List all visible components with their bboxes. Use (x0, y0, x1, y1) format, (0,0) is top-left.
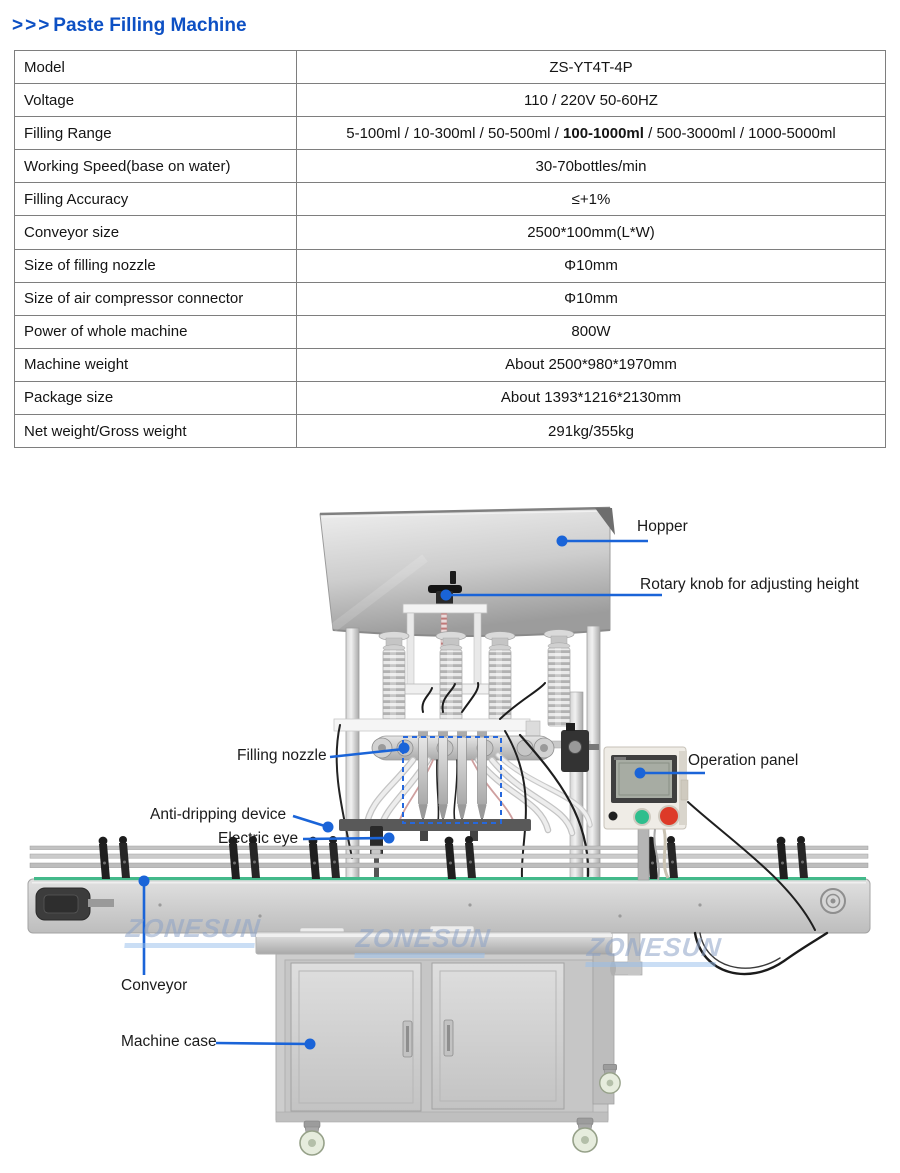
panel-knob (608, 811, 618, 821)
tray-post (420, 831, 428, 841)
table-row: Conveyor size 2500*100mm(L*W) (14, 215, 886, 250)
watermark-underline (354, 953, 485, 958)
spec-value: 110 / 220V 50-60HZ (296, 83, 886, 118)
table-row: Filling Accuracy ≤+1% (14, 182, 886, 217)
spec-value: 800W (296, 314, 886, 349)
tray-post (470, 831, 478, 841)
label-operation-panel: Operation panel (688, 752, 799, 769)
spec-value: ≤+1% (296, 182, 886, 217)
spec-label: Size of filling nozzle (14, 248, 297, 283)
table-row: Net weight/Gross weight 291kg/355kg (14, 414, 886, 449)
spec-value: 30-70bottles/min (296, 149, 886, 184)
table-row: Filling Range 5-100ml / 10-300ml / 50-50… (14, 116, 886, 151)
cabinet-door-right (431, 962, 565, 1110)
spec-value: Φ10mm (296, 281, 886, 316)
filling-range-bold: 100-1000ml (563, 124, 644, 142)
spec-label: Size of air compressor connector (14, 281, 297, 316)
rotary-knob (450, 571, 456, 584)
spec-value: ZS-YT4T-4P (296, 49, 886, 85)
spec-value: 2500*100mm(L*W) (296, 215, 886, 250)
cabinet-door-left (290, 962, 422, 1112)
spec-label: Working Speed(base on water) (14, 149, 297, 184)
table-row: Model ZS-YT4T-4P (14, 49, 886, 85)
watermark: ZONESUN (354, 923, 493, 958)
spec-value: About 1393*1216*2130mm (296, 380, 886, 416)
label-filling-nozzle: Filling nozzle (237, 747, 327, 764)
label-hopper: Hopper (637, 518, 688, 535)
start-button (633, 808, 651, 826)
nozzle-highlight-box (402, 736, 502, 824)
hopper (319, 506, 615, 637)
label-conveyor: Conveyor (121, 977, 188, 994)
spec-label: Filling Accuracy (14, 182, 297, 217)
panel-screen (616, 760, 672, 798)
air-regulator (561, 723, 599, 772)
anti-drip-tray (339, 819, 531, 831)
machine-illustration (27, 506, 871, 1156)
spec-value: Φ10mm (296, 248, 886, 283)
label-electric-eye: Electric eye (218, 830, 299, 847)
spec-value: 291kg/355kg (296, 414, 886, 449)
spec-label: Net weight/Gross weight (14, 414, 297, 449)
filling-range-suffix: / 500-3000ml / 1000-5000ml (643, 124, 836, 142)
machine-cabinet (255, 925, 643, 1156)
watermark: ZONESUN (124, 913, 263, 948)
watermark-text: ZONESUN (354, 923, 493, 953)
conveyor-end-roller (820, 888, 846, 914)
spec-label: Package size (14, 380, 297, 416)
filling-range-prefix: 5-100ml / 10-300ml / 50-500ml / (346, 124, 564, 142)
spec-value: 5-100ml / 10-300ml / 50-500ml / 100-1000… (296, 116, 886, 151)
panel-support-column (569, 691, 584, 881)
electric-eye-sensor (370, 826, 383, 878)
spec-label: Model (14, 49, 297, 85)
watermark-underline (124, 943, 255, 948)
label-machine-case: Machine case (121, 1033, 217, 1050)
watermark: ZONESUN (585, 932, 724, 967)
stop-button (658, 805, 680, 827)
watermark-text: ZONESUN (124, 913, 263, 943)
spec-label: Voltage (14, 83, 297, 118)
table-row: Size of air compressor connector Φ10mm (14, 281, 886, 316)
table-row: Machine weight About 2500*980*1970mm (14, 347, 886, 382)
table-row: Package size About 1393*1216*2130mm (14, 380, 886, 416)
table-row: Power of whole machine 800W (14, 314, 886, 349)
table-row: Size of filling nozzle Φ10mm (14, 248, 886, 283)
callout-lines (138, 535, 705, 1050)
filling-nozzles (418, 736, 487, 824)
conveyor-motor-plate (35, 887, 114, 921)
spec-table: Model ZS-YT4T-4P Voltage 110 / 220V 50-6… (14, 49, 886, 449)
spec-label: Machine weight (14, 347, 297, 382)
watermark-underline (585, 962, 716, 967)
conveyor (27, 836, 871, 934)
hanging-cables (687, 801, 829, 976)
spec-label: Conveyor size (14, 215, 297, 250)
spec-label: Filling Range (14, 116, 297, 151)
page-title: >>>Paste Filling Machine (12, 15, 247, 37)
spec-label: Power of whole machine (14, 314, 297, 349)
operation-panel (603, 746, 689, 881)
watermark-text: ZONESUN (585, 932, 724, 962)
title-arrows: >>> (12, 15, 52, 36)
machine-figure: ZONESUN ZONESUN ZONESUN Hopper Rotary kn… (0, 480, 900, 1173)
spec-value: About 2500*980*1970mm (296, 347, 886, 382)
table-row: Working Speed(base on water) 30-70bottle… (14, 149, 886, 184)
title-text: Paste Filling Machine (53, 15, 247, 36)
label-anti-dripping: Anti-dripping device (150, 806, 287, 823)
label-rotary-knob: Rotary knob for adjusting height (640, 576, 859, 593)
table-row: Voltage 110 / 220V 50-60HZ (14, 83, 886, 118)
